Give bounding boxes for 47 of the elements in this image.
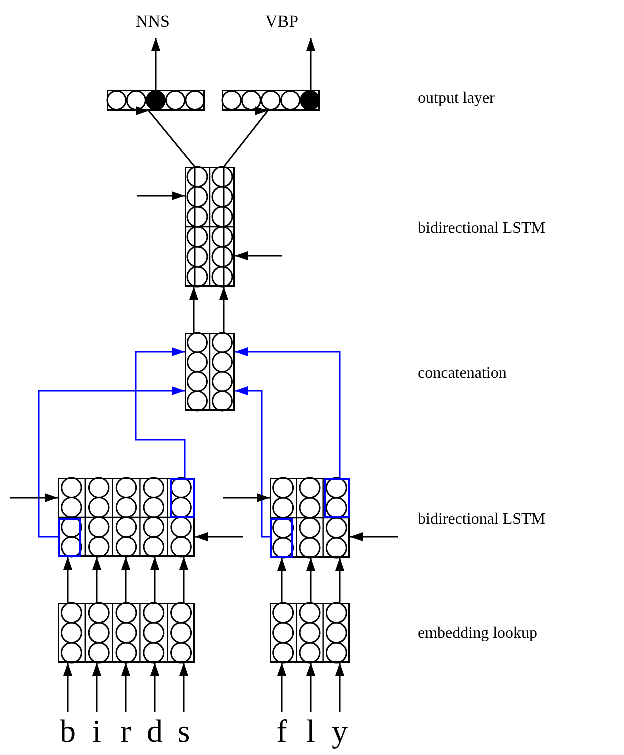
arrow bbox=[223, 494, 270, 502]
tag-label: VBP bbox=[250, 6, 314, 38]
character-label: y bbox=[327, 712, 353, 752]
arrow bbox=[220, 287, 228, 333]
character-label: l bbox=[298, 712, 324, 752]
character-label: d bbox=[142, 712, 168, 752]
arrow bbox=[38, 386, 185, 538]
arrow bbox=[350, 532, 398, 542]
arrow bbox=[92, 663, 102, 712]
highlighted-cell bbox=[58, 518, 81, 557]
arrow bbox=[278, 558, 286, 603]
highlighted-cell bbox=[324, 478, 350, 518]
character-label: r bbox=[113, 712, 139, 752]
arrow bbox=[152, 38, 160, 90]
arrow bbox=[64, 557, 72, 603]
layer-label: embedding lookup bbox=[418, 625, 538, 643]
arrow bbox=[278, 663, 286, 712]
arrow bbox=[180, 663, 188, 712]
layer-label: bidirectional LSTM bbox=[418, 511, 546, 529]
arrow bbox=[306, 558, 316, 603]
arrow bbox=[150, 663, 160, 712]
arrow bbox=[336, 558, 344, 603]
arrow bbox=[92, 557, 102, 603]
arrow bbox=[150, 557, 160, 603]
arrow bbox=[195, 532, 243, 542]
layer-label: bidirectional LSTM bbox=[418, 220, 546, 238]
arrow bbox=[306, 38, 316, 90]
arrow bbox=[336, 663, 344, 712]
character-label: i bbox=[84, 712, 110, 752]
arrow bbox=[306, 663, 316, 712]
character-label: f bbox=[269, 712, 295, 752]
tag-label: NNS bbox=[128, 6, 178, 38]
arrow bbox=[64, 663, 72, 712]
arrow bbox=[235, 386, 270, 538]
arrow bbox=[122, 663, 130, 712]
arrow bbox=[180, 557, 188, 603]
layer-label: concatenation bbox=[418, 365, 507, 383]
arrow bbox=[235, 348, 341, 478]
character-label: b bbox=[55, 712, 81, 752]
arrow bbox=[135, 348, 186, 478]
arrow bbox=[190, 287, 198, 333]
highlighted-cell bbox=[270, 518, 293, 558]
arrow bbox=[122, 557, 130, 603]
arrow bbox=[10, 494, 58, 502]
character-label: s bbox=[171, 712, 197, 752]
highlighted-cell bbox=[170, 478, 195, 518]
layer-label: output layer bbox=[418, 90, 495, 108]
